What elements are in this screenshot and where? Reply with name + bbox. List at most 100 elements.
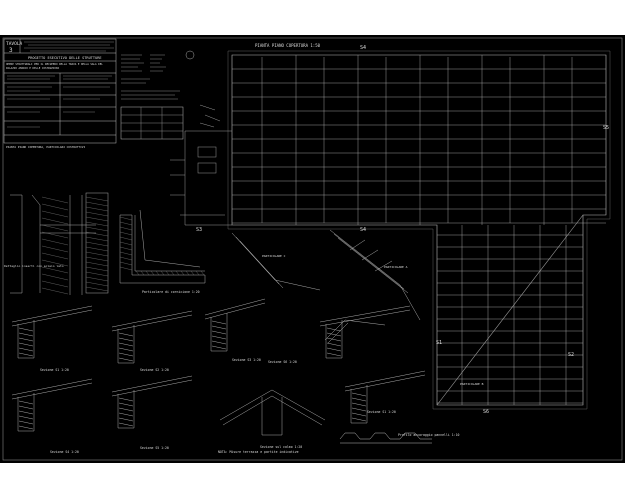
- section-s1-masonry: [18, 342, 34, 347]
- section-s1b-masonry: [351, 397, 367, 402]
- hatch-line: [41, 273, 69, 281]
- section-s6: [319, 305, 411, 359]
- section-s5-masonry: [118, 407, 134, 412]
- cornice-label: Particolare di cornicione 1:20: [142, 290, 200, 294]
- hatch-line: [175, 270, 180, 276]
- section-s3-masonry: [211, 345, 227, 350]
- hatch-line: [140, 270, 145, 276]
- section-s1-masonry: [18, 337, 34, 342]
- hatch-line: [41, 280, 69, 288]
- section-label-colmo: Sezione sul colmo 1:20: [260, 445, 302, 449]
- cad-sheet: TAVOLA 3 PROGETTO ESECUTIVO DELLE STRUTT…: [0, 35, 625, 463]
- section-s6-masonry: [326, 337, 342, 342]
- hatch-line: [85, 251, 109, 257]
- section-s1b: [344, 370, 426, 424]
- section-s5-masonry: [118, 417, 134, 422]
- section-s4: [11, 378, 93, 432]
- section-s3-masonry: [211, 340, 227, 345]
- hatch-line: [195, 270, 200, 276]
- hatch-line: [85, 286, 109, 292]
- section-s4-profile: [11, 378, 93, 432]
- section-s4-masonry: [18, 425, 34, 430]
- hatch-line: [119, 241, 133, 246]
- section-s3-masonry: [211, 330, 227, 335]
- marker-s1: S1: [436, 340, 442, 346]
- hatch-line: [41, 245, 69, 253]
- section-s5-masonry: [118, 402, 134, 407]
- hatch-line: [160, 270, 165, 276]
- hatch-line: [85, 276, 109, 282]
- hatch-line: [85, 231, 109, 237]
- hatch-line: [41, 210, 69, 218]
- hatch-line: [119, 261, 133, 266]
- sheet-frame: [2, 37, 623, 461]
- section-s1b-masonry: [351, 417, 367, 422]
- colmo-profile: [219, 389, 326, 436]
- hatch-line: [85, 201, 109, 207]
- section-s1-masonry: [18, 327, 34, 332]
- section-s2-masonry: [118, 332, 134, 337]
- sheet-label: TAVOLA: [6, 41, 23, 47]
- section-s4-masonry: [18, 400, 34, 405]
- hatch-line: [85, 281, 109, 287]
- section-label-s6: Sezione S6 1:20: [268, 360, 297, 364]
- sheet-number: 3: [9, 47, 13, 54]
- hatch-line: [185, 270, 190, 276]
- title-line-1: OPERE STRUTTURALI PER IL RECUPERO DELLA …: [6, 62, 103, 66]
- section-label-s1b: Sezione S1 1:20: [367, 410, 396, 414]
- section-s1b-masonry: [351, 412, 367, 417]
- section-s6-masonry: [326, 352, 342, 357]
- section-s4-masonry: [18, 420, 34, 425]
- hatch-line: [41, 259, 69, 267]
- section-s4-masonry: [18, 405, 34, 410]
- hatch-line: [41, 196, 69, 204]
- section-s5-profile: [111, 375, 193, 429]
- hatch-line: [85, 196, 109, 202]
- particolare-a-label: PARTICOLARE A: [384, 265, 408, 269]
- section-s4-masonry: [18, 410, 34, 415]
- hatch-line: [85, 236, 109, 242]
- legend-block: [120, 54, 184, 140]
- left-detail: [10, 192, 109, 295]
- marker-s4-top: S4: [360, 45, 366, 51]
- hatch-line: [145, 270, 150, 276]
- section-s1-profile: [11, 305, 93, 359]
- section-s1b-masonry: [351, 402, 367, 407]
- hatch-line: [41, 252, 69, 260]
- section-s1b-masonry: [351, 392, 367, 397]
- section-s5: [111, 375, 193, 429]
- hatch-line: [41, 287, 69, 295]
- hatch-line: [180, 270, 185, 276]
- hatch-line: [85, 246, 109, 252]
- hatch-line: [135, 270, 140, 276]
- section-s6-masonry: [326, 327, 342, 332]
- hatch-line: [155, 270, 160, 276]
- north-arrow-icon: [185, 50, 195, 60]
- section-label-s2: Sezione S2 1:20: [140, 368, 169, 372]
- section-s3-masonry: [211, 335, 227, 340]
- hatch-line: [200, 270, 205, 276]
- marker-s5: S5: [603, 125, 609, 131]
- section-s1b-profile: [344, 370, 426, 424]
- section-s2-masonry: [118, 352, 134, 357]
- wing-diagonal: [436, 214, 584, 406]
- hatch-line: [119, 256, 133, 261]
- section-s1-masonry: [18, 347, 34, 352]
- hatch-line: [119, 236, 133, 241]
- cad-drawing: TAVOLA 3 PROGETTO ESECUTIVO DELLE STRUTT…: [2, 37, 623, 461]
- hatch-line: [85, 226, 109, 232]
- section-s2-masonry: [118, 342, 134, 347]
- note-label: NOTA: Misure terrazza e partite indicati…: [218, 450, 299, 454]
- hatch-line: [170, 270, 175, 276]
- hatch-line: [119, 226, 133, 231]
- hatch-line: [85, 221, 109, 227]
- hatch-line: [85, 241, 109, 247]
- hatch-line: [85, 266, 109, 272]
- section-s6-masonry: [326, 332, 342, 337]
- section-s1-masonry: [18, 352, 34, 357]
- particolare-b-label: PARTICOLARE B: [460, 382, 484, 386]
- section-s2-masonry: [118, 357, 134, 362]
- marker-s6: S6: [483, 409, 489, 415]
- hatch-line: [190, 270, 195, 276]
